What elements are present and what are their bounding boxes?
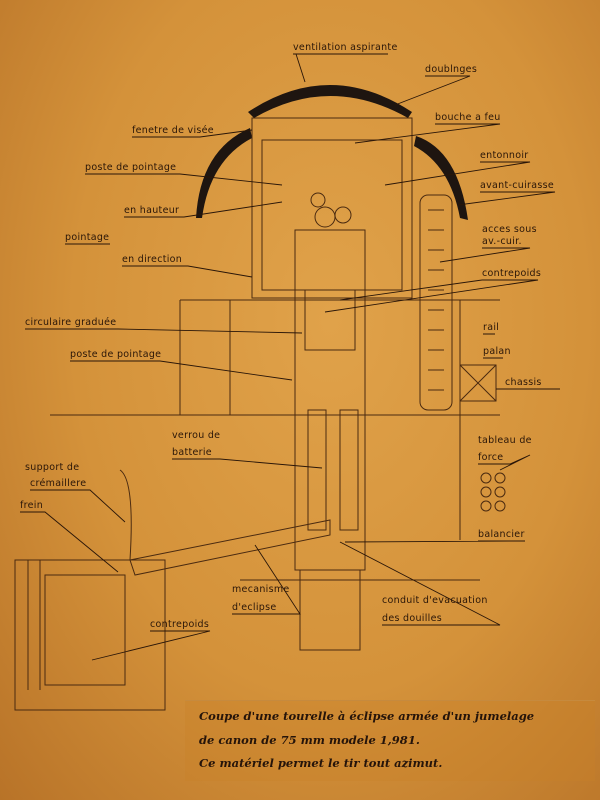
label-contrepoids-2: contrepoids: [150, 619, 209, 630]
part-labels: ventilation aspirante doublnges fenetre …: [20, 42, 554, 630]
label-acces-2: av.-cuir.: [482, 236, 522, 247]
label-acces-1: acces sous: [482, 224, 537, 235]
label-tableau-2: force: [478, 452, 503, 463]
avant-cuirasse-left: [196, 128, 252, 218]
caption-line-1: Coupe d'une tourelle à éclipse armée d'u…: [199, 709, 535, 723]
label-ventilation: ventilation aspirante: [293, 42, 398, 53]
label-rail: rail: [483, 322, 499, 333]
leader-lines: [20, 53, 560, 661]
avant-cuirasse-right: [414, 136, 468, 220]
label-entonnoir: entonnoir: [480, 150, 529, 161]
label-circulaire: circulaire graduée: [25, 317, 116, 328]
label-mecanisme-2: d'eclipse: [232, 602, 277, 613]
armored-dome: [248, 85, 412, 118]
label-verrou-1: verrou de: [172, 430, 220, 441]
label-conduit-2: des douilles: [382, 613, 442, 624]
label-support-2: crémaillere: [30, 478, 86, 489]
label-tableau-1: tableau de: [478, 435, 532, 446]
caption-line-3: Ce matériel permet le tir tout azimut.: [199, 756, 443, 770]
label-conduit-1: conduit d'evacuation: [382, 595, 488, 606]
label-balancier: balancier: [478, 529, 525, 540]
label-contrepoids-1: contrepoids: [482, 268, 541, 279]
label-verrou-2: batterie: [172, 447, 212, 458]
label-chassis: chassis: [505, 377, 542, 388]
caption-line-2: de canon de 75 mm modele 1,981.: [199, 733, 420, 747]
label-frein: frein: [20, 500, 43, 511]
label-palan: palan: [483, 346, 511, 357]
label-bouche: bouche a feu: [435, 112, 501, 123]
label-en-direction: en direction: [122, 254, 182, 265]
label-doublages: doublnges: [425, 64, 477, 75]
label-pointage: pointage: [65, 232, 109, 243]
label-support-1: support de: [25, 462, 79, 473]
label-avant-cuirasse: avant-cuirasse: [480, 180, 554, 191]
label-poste-de-pointage-2: poste de pointage: [70, 349, 161, 360]
label-fenetre: fenetre de visée: [132, 125, 214, 136]
label-mecanisme-1: mecanisme: [232, 584, 290, 595]
label-poste-de-pointage-1: poste de pointage: [85, 162, 176, 173]
turret-drawing: [14, 85, 506, 711]
label-en-hauteur: en hauteur: [124, 205, 179, 216]
caption-box: Coupe d'une tourelle à éclipse armée d'u…: [185, 700, 595, 781]
